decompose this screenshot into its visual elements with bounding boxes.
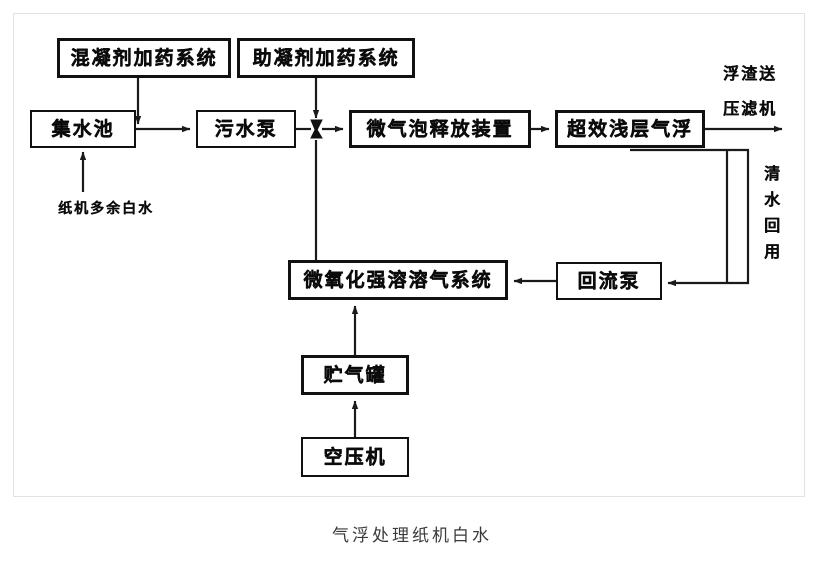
node-label: 空压机 [323, 445, 387, 468]
node-coagulant-dosing[interactable]: 混凝剂加药系统 [57, 38, 231, 78]
node-label: 微氧化强溶溶气系统 [303, 268, 493, 291]
node-sewage-pump[interactable]: 污水泵 [196, 110, 296, 148]
node-label: 贮气罐 [323, 363, 387, 386]
node-air-compressor[interactable]: 空压机 [301, 437, 409, 477]
node-label: 回流泵 [577, 269, 641, 292]
node-label: 超效浅层气浮 [566, 117, 693, 140]
node-collection-tank[interactable]: 集水池 [30, 110, 136, 148]
node-shallow-air-float[interactable]: 超效浅层气浮 [555, 110, 705, 148]
node-label: 微气泡释放装置 [366, 117, 514, 140]
node-label: 污水泵 [214, 117, 278, 140]
node-label: 助凝剂加药系统 [252, 46, 400, 69]
diagram-outer-frame [13, 13, 805, 497]
node-label: 混凝剂加药系统 [70, 46, 218, 69]
annotation-paper-machine-whitewater: 纸机多余白水 [58, 201, 154, 217]
annotation-clear-water-reuse: 清水回用 [761, 165, 780, 269]
node-reflux-pump[interactable]: 回流泵 [556, 262, 662, 300]
node-microbubble-release[interactable]: 微气泡释放装置 [349, 110, 531, 148]
figure-caption: 气浮处理纸机白水 [332, 526, 492, 546]
node-gas-storage-tank[interactable]: 贮气罐 [301, 355, 409, 395]
node-micro-oxidation[interactable]: 微氧化强溶溶气系统 [288, 260, 508, 300]
node-label: 集水池 [51, 117, 115, 140]
node-flocculant-dosing[interactable]: 助凝剂加药系统 [237, 38, 415, 78]
annotation-scum-to-filter-press-line2: 压滤机 [723, 99, 778, 118]
annotation-scum-to-filter-press-line1: 浮渣送 [723, 64, 778, 83]
